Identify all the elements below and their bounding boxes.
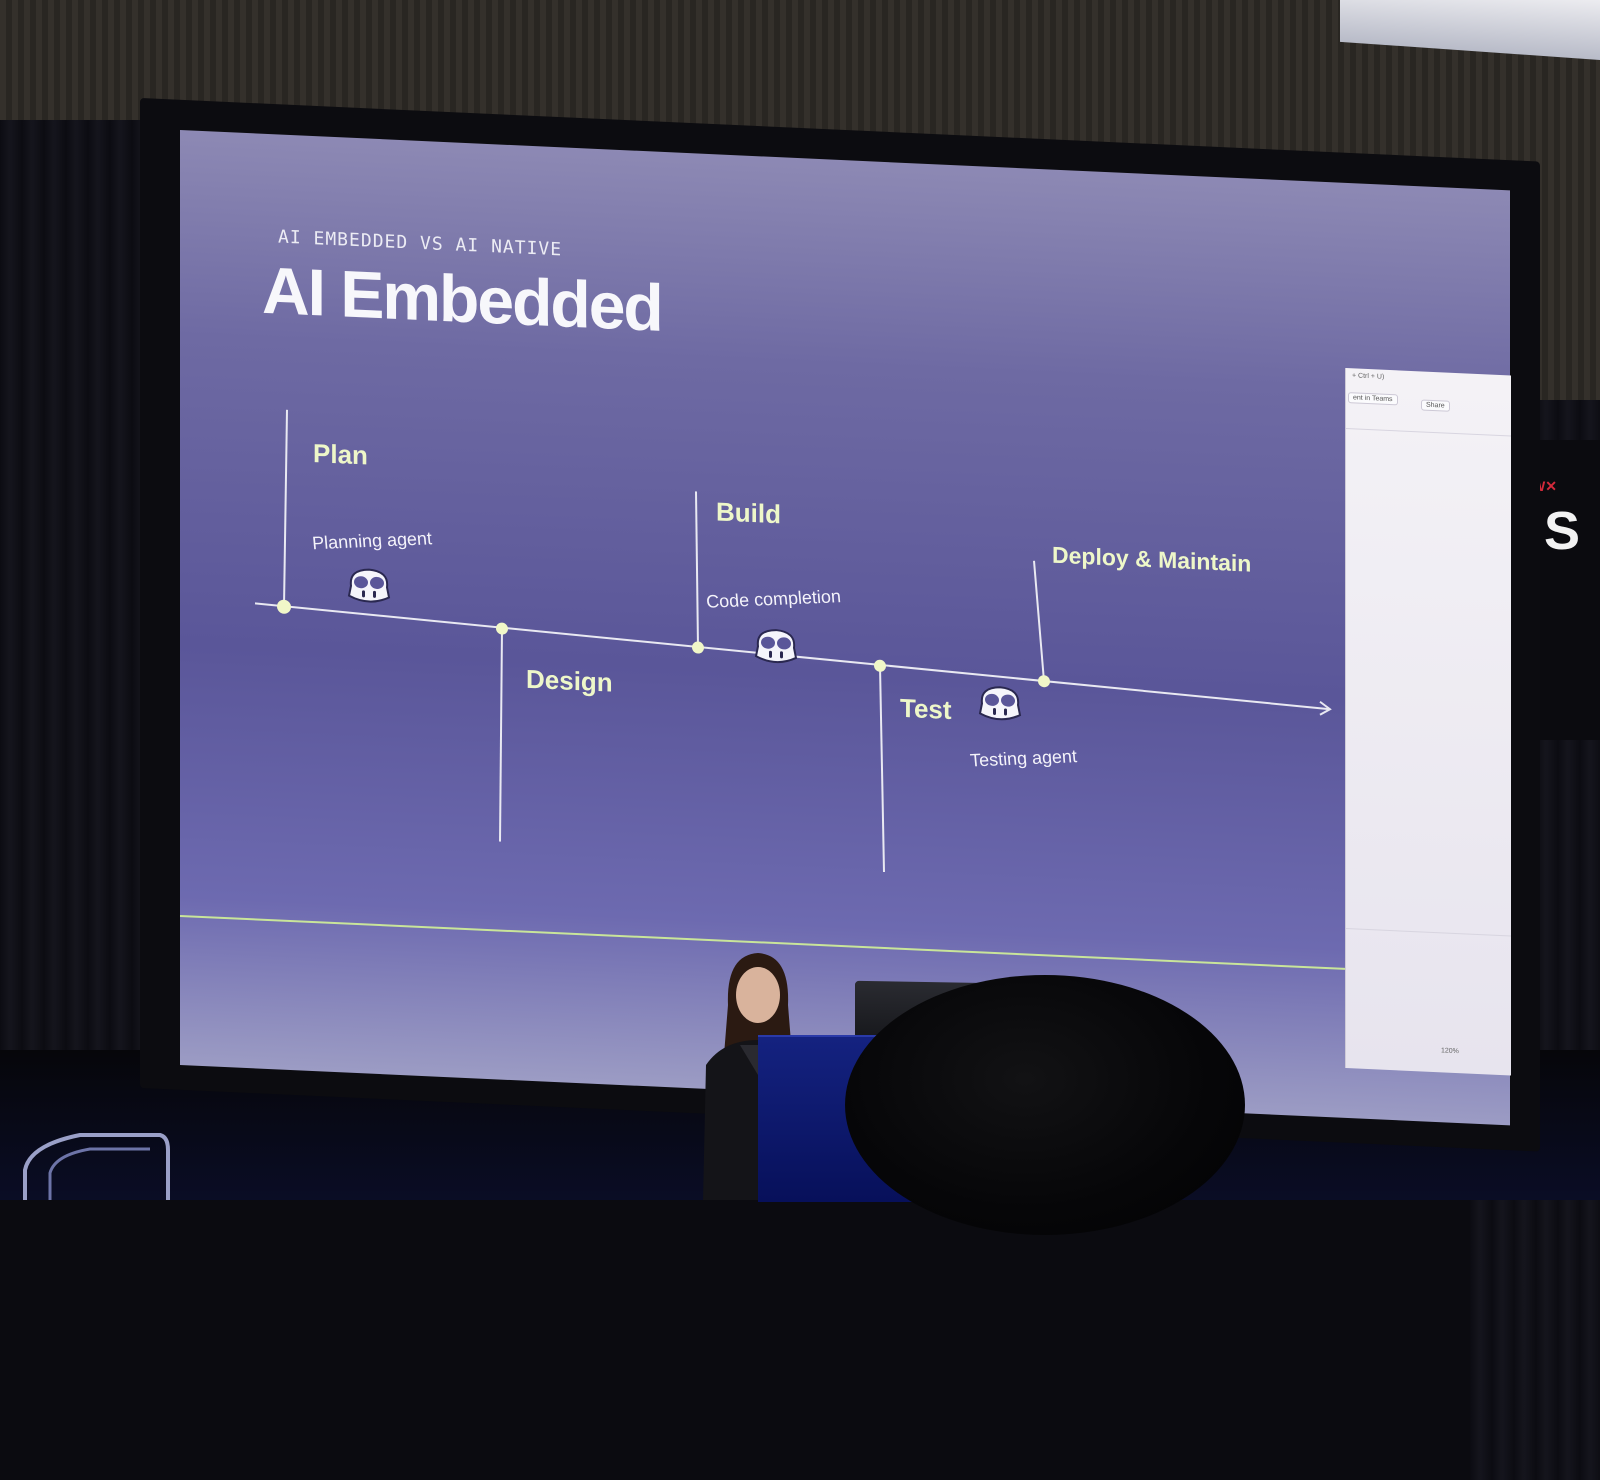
stage-rail [23,1133,170,1200]
agent-testing: Testing agent [969,746,1078,771]
stage-test: Test [900,692,952,726]
build-node [692,641,704,654]
shortcut-hint: + Ctrl + U) [1352,372,1385,381]
deploy-node [1038,675,1050,688]
design-tick [499,628,503,842]
stage-build: Build [716,496,781,530]
plan-tick [283,409,288,607]
timeline-arrowhead [1319,700,1332,716]
test-node [874,659,886,672]
share-button[interactable]: Share [1421,399,1450,412]
presentation-slide: AI EMBEDDED VS AI NATIVE AI Embedded Pla… [180,130,1510,1126]
venue-sign-letter: S [1544,501,1581,561]
copilot-icon [978,686,1022,721]
panel-divider [1346,428,1511,437]
deploy-tick [1033,560,1045,682]
teams-button[interactable]: ent in Teams [1348,392,1398,406]
zoom-level[interactable]: 120% [1441,1047,1459,1056]
stage-design: Design [526,663,613,698]
stage-plan: Plan [313,438,368,471]
plan-node [277,599,291,614]
design-node [496,622,508,635]
copilot-icon [347,568,391,603]
copilot-icon [754,629,798,664]
test-tick [879,665,885,872]
timeline-diagram [254,409,1332,872]
overlay-side-panel: + Ctrl + U) ent in Teams Share 120% [1345,368,1511,1076]
audience-head-silhouette [845,975,1245,1235]
build-tick [695,491,699,648]
panel-divider [1346,928,1511,937]
